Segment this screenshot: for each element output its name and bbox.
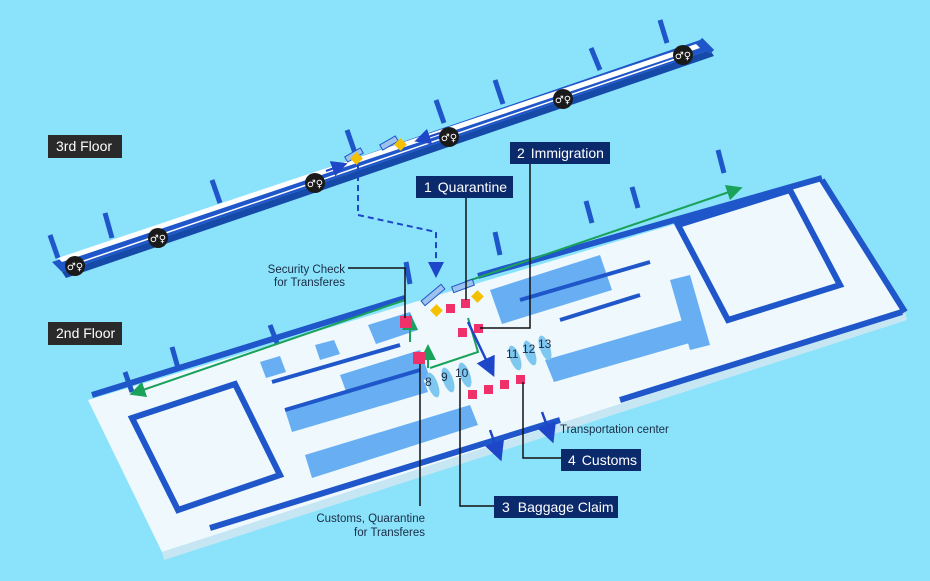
restroom-icon: ♂♀ bbox=[65, 256, 85, 276]
restroom-icons: ♂♀ ♂♀ ♂♀ ♂♀ ♂♀ ♂♀ bbox=[65, 45, 693, 276]
svg-text:2nd Floor: 2nd Floor bbox=[56, 325, 115, 341]
floor-label-2nd: 2nd Floor bbox=[48, 322, 122, 345]
security-check-note: Security Check for Transferes bbox=[268, 264, 346, 289]
arrival-route bbox=[325, 128, 556, 462]
carousel-number: 12 bbox=[522, 342, 536, 356]
carousel-number: 13 bbox=[538, 337, 552, 351]
customs-transfer-note: Customs, Quarantine for Transferes bbox=[316, 513, 425, 539]
carousel-number: 11 bbox=[506, 347, 519, 361]
third-floor-corridor bbox=[47, 19, 715, 278]
svg-text:Customs, Quarantine: Customs, Quarantine bbox=[316, 513, 425, 525]
restroom-icon: ♂♀ bbox=[148, 228, 168, 248]
svg-text:Security Check: Security Check bbox=[268, 264, 346, 276]
counter-icon bbox=[474, 324, 483, 333]
svg-text:for Transferes: for Transferes bbox=[354, 527, 425, 539]
svg-text:♂♀: ♂♀ bbox=[441, 133, 457, 144]
carousel-number: 9 bbox=[441, 370, 448, 384]
svg-text:♂♀: ♂♀ bbox=[67, 262, 83, 273]
carousel-number: 8 bbox=[425, 375, 432, 389]
counter-icon bbox=[484, 385, 493, 394]
svg-text:♂♀: ♂♀ bbox=[555, 95, 571, 106]
counter-icon bbox=[468, 390, 477, 399]
svg-text:♂♀: ♂♀ bbox=[150, 234, 166, 245]
escalator-icon bbox=[344, 135, 476, 307]
floor-label-3rd: 3rd Floor bbox=[48, 135, 122, 158]
counter-icon bbox=[500, 380, 509, 389]
counters bbox=[400, 299, 525, 399]
second-floor-slab bbox=[88, 149, 908, 560]
restroom-icon: ♂♀ bbox=[305, 173, 325, 193]
svg-text:♂♀: ♂♀ bbox=[675, 51, 691, 62]
carousel-number: 10 bbox=[455, 366, 469, 380]
svg-text:for Transferes: for Transferes bbox=[274, 277, 345, 289]
transportation-center-note: Transportation center bbox=[560, 424, 669, 436]
leader-lines bbox=[348, 162, 562, 507]
counter-icon bbox=[400, 316, 412, 328]
restroom-icon: ♂♀ bbox=[439, 127, 459, 147]
counter-icon bbox=[458, 328, 467, 337]
counter-icon bbox=[413, 352, 425, 364]
restroom-icon: ♂♀ bbox=[553, 89, 573, 109]
svg-text:3rd Floor: 3rd Floor bbox=[56, 138, 112, 154]
restroom-icon: ♂♀ bbox=[673, 45, 693, 65]
counter-icon bbox=[516, 375, 525, 384]
svg-text:♂♀: ♂♀ bbox=[307, 179, 323, 190]
no-entry-icon bbox=[350, 138, 484, 317]
counter-icon bbox=[461, 299, 470, 308]
counter-icon bbox=[446, 304, 455, 313]
baggage-carousels: 8 9 10 11 12 13 bbox=[425, 335, 552, 398]
